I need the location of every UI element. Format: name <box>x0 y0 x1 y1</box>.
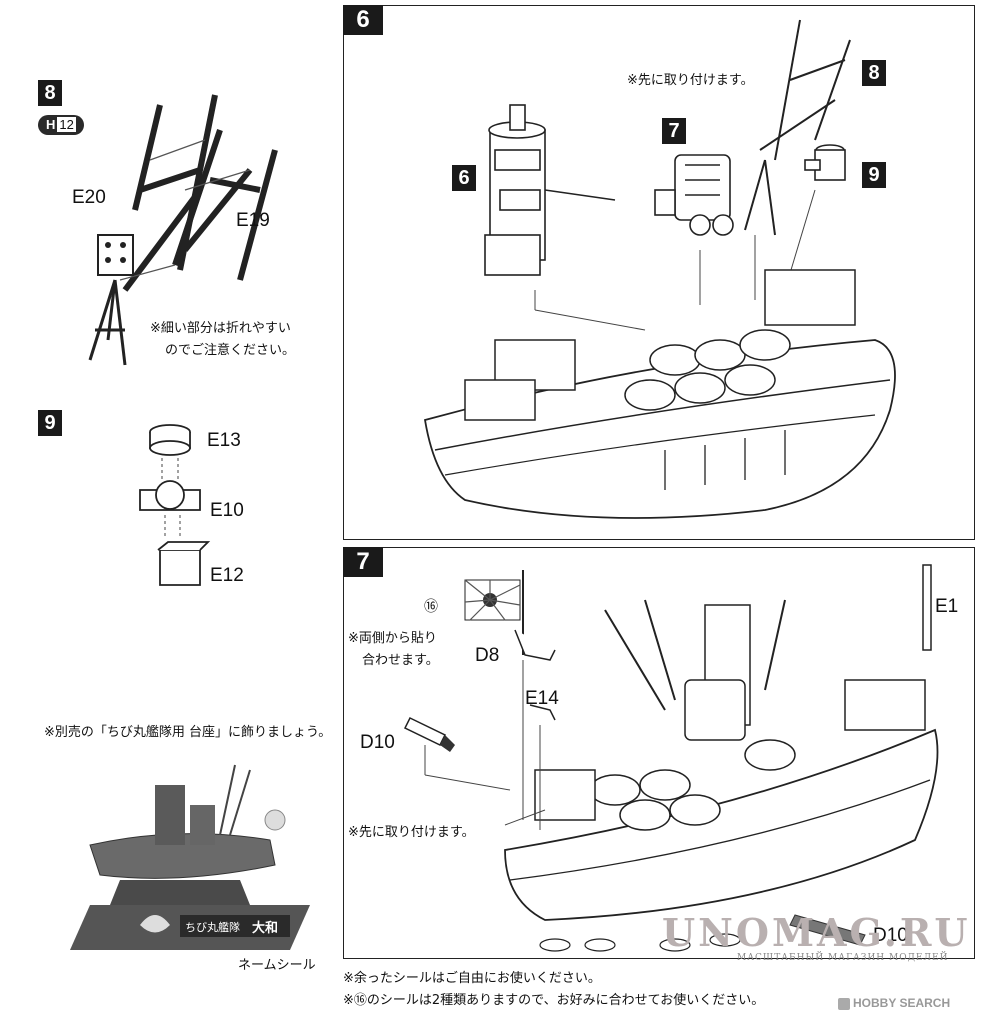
sticker-16-label: ⑯ <box>424 599 438 615</box>
part-label-d8: D8 <box>475 645 500 666</box>
mast-parts-drawing <box>88 94 278 366</box>
fold-sticker-note-2: 合わせます。 <box>362 653 439 668</box>
part-label-e19: E19 <box>236 210 270 231</box>
sub-badge-7: 7 <box>662 118 686 144</box>
step-7-ship-drawing <box>403 564 939 952</box>
step-7-badge: 7 <box>343 547 383 577</box>
unomag-tagline: МАСШТАБНЫЙ МАГАЗИН МОДЕЛЕЙ <box>737 953 949 963</box>
step-8-badge: 8 <box>38 80 62 106</box>
part-label-e13: E13 <box>207 430 241 451</box>
step-6-ship-drawing <box>423 19 896 519</box>
part-label-e20: E20 <box>72 187 106 208</box>
runner-letter: H <box>46 117 56 132</box>
hobby-search-text: HOBBY SEARCH <box>853 996 951 1010</box>
fragile-note-line1: ※細い部分は折れやすい <box>150 321 291 336</box>
part-label-d10-stern: D10 <box>873 925 908 946</box>
attach-first-note-6: ※先に取り付けます。 <box>627 73 754 88</box>
attach-first-note-7: ※先に取り付けます。 <box>348 825 475 840</box>
hobby-search-watermark: HOBBY SEARCH <box>838 996 950 1010</box>
part-label-e10: E10 <box>210 500 244 521</box>
footer-note-1: ※余ったシールはご自由にお使いください。 <box>343 971 601 986</box>
sub-badge-6: 6 <box>452 165 476 191</box>
display-stand-photo: ちび丸艦隊 大和 <box>60 755 320 955</box>
naval-ensign-icon <box>464 579 521 621</box>
part-label-e12: E12 <box>210 565 244 586</box>
display-stand-note: ※別売の「ちび丸艦隊用 台座」に飾りましょう。 <box>44 725 332 740</box>
part-label-e14: E14 <box>525 688 559 709</box>
fragile-note-line2: のでご注意ください。 <box>165 343 296 358</box>
runner-number: 12 <box>57 117 76 132</box>
name-seal-label: ネームシール <box>238 958 316 973</box>
footer-note-2: ※⑯のシールは2種類ありますので、お好みに合わせてお使いください。 <box>343 993 765 1008</box>
unomag-watermark: UNOMAG.RU <box>662 910 971 955</box>
base-plate-text-1: ちび丸艦隊 <box>185 920 240 934</box>
searchlight-parts-drawing <box>139 424 211 586</box>
step-9-badge: 9 <box>38 410 62 436</box>
fold-sticker-note-1: ※両側から貼り <box>348 631 437 646</box>
sub-badge-8: 8 <box>862 60 886 86</box>
part-label-d10: D10 <box>360 732 395 753</box>
sub-badge-9: 9 <box>862 162 886 188</box>
hobby-search-logo-icon <box>838 997 850 1010</box>
step-6-badge: 6 <box>343 5 383 35</box>
part-label-e1: E1 <box>935 596 959 617</box>
base-plate-text-2: 大和 <box>252 920 278 936</box>
